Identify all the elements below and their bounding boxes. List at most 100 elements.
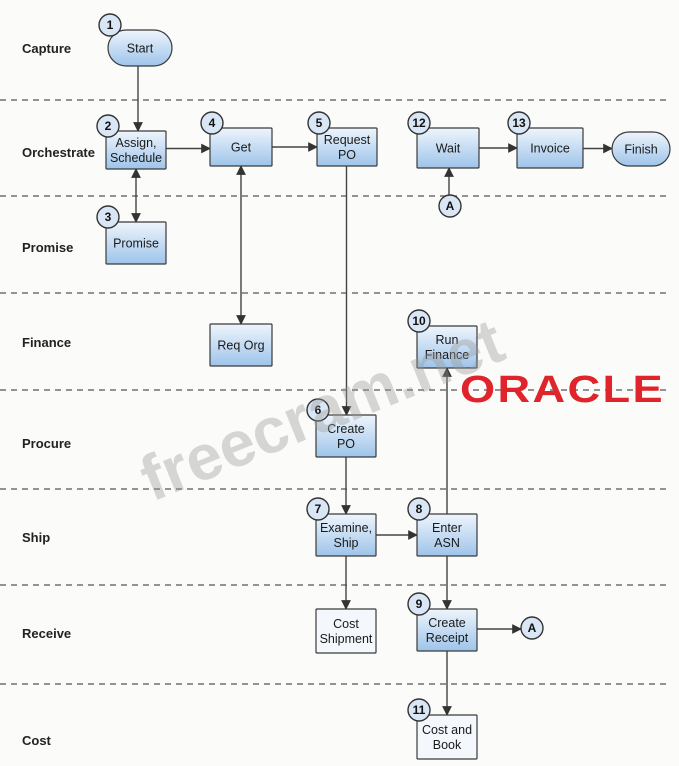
step-costbook-label: Cost and <box>422 723 472 737</box>
conn-a-receipt-circle <box>520 616 544 640</box>
lane-label-capture: Capture <box>22 41 71 56</box>
step-assign-badge <box>96 114 120 138</box>
step-receipt-badge <box>407 592 431 616</box>
step-runfin-label: Finance <box>425 348 470 362</box>
step-costbook-shape <box>416 714 478 760</box>
step-request-shape <box>316 127 378 167</box>
step-runfin-badge-number: 10 <box>412 314 426 328</box>
step-reqorg-shape <box>209 323 273 367</box>
swimlane-labels: CaptureOrchestratePromiseFinanceProcureS… <box>22 41 95 748</box>
step-start-shape <box>107 29 173 67</box>
lane-label-ship: Ship <box>22 530 50 545</box>
step-finish: Finish <box>611 131 671 167</box>
step-examine-badge <box>306 497 330 521</box>
step-reqorg: Req Org <box>209 323 273 367</box>
step-wait: Wait 12 <box>407 111 480 169</box>
step-costbook-badge <box>407 698 431 722</box>
step-start-label: Start <box>127 42 154 56</box>
step-get-label: Get <box>231 141 252 155</box>
step-asn-label: Enter <box>432 521 462 535</box>
step-request-badge-number: 5 <box>316 116 323 130</box>
step-createpo-badge <box>306 398 330 422</box>
step-invoice-shape <box>516 127 584 169</box>
step-invoice: Invoice 13 <box>507 111 584 169</box>
oracle-logo: ORACLE <box>460 369 665 411</box>
step-receipt-label: Receipt <box>426 631 469 645</box>
step-asn-shape <box>416 513 478 557</box>
step-invoice-badge <box>507 111 531 135</box>
lane-label-cost: Cost <box>22 733 52 748</box>
step-examine-shape <box>315 513 377 557</box>
step-start-badge <box>98 13 122 37</box>
step-wait-label: Wait <box>436 142 461 156</box>
step-receipt-shape <box>416 608 478 652</box>
step-reqorg-label: Req Org <box>217 339 264 353</box>
step-receipt-badge-number: 9 <box>416 597 423 611</box>
process-steps: Start1Assign,Schedule2Promise3Get4Reques… <box>96 13 671 760</box>
lane-label-receive: Receive <box>22 626 71 641</box>
step-asn-label: ASN <box>434 536 460 550</box>
step-assign: Assign,Schedule 2 <box>96 114 167 170</box>
step-request-label: Request <box>324 133 371 147</box>
step-examine-label: Ship <box>333 536 358 550</box>
step-costbook-label: Book <box>433 738 462 752</box>
conn-a-wait: A <box>438 194 462 218</box>
step-runfin-label: Run <box>436 333 459 347</box>
step-promise-badge-number: 3 <box>105 210 112 224</box>
step-get: Get 4 <box>200 111 273 167</box>
step-wait-badge-number: 12 <box>412 116 426 130</box>
flow-arrows <box>131 66 613 716</box>
conn-a-receipt-label: A <box>528 621 537 635</box>
step-runfin-shape <box>416 325 478 369</box>
conn-a-wait-circle <box>438 194 462 218</box>
conn-a-wait-label: A <box>446 199 455 213</box>
step-request-label: PO <box>338 148 356 162</box>
step-assign-shape <box>105 130 167 170</box>
lane-label-promise: Promise <box>22 240 73 255</box>
step-get-shape <box>209 127 273 167</box>
step-assign-label: Assign, <box>116 136 157 150</box>
step-promise-label: Promise <box>113 237 159 251</box>
step-runfin-badge <box>407 309 431 333</box>
watermark-text: freecram.net <box>130 304 513 515</box>
step-invoice-label: Invoice <box>530 142 570 156</box>
step-asn-badge-number: 8 <box>416 502 423 516</box>
step-createpo-badge-number: 6 <box>315 403 322 417</box>
lane-label-procure: Procure <box>22 436 71 451</box>
step-get-badge <box>200 111 224 135</box>
step-costbook-badge-number: 11 <box>413 703 426 717</box>
lane-dividers <box>0 99 668 685</box>
step-promise-badge <box>96 205 120 229</box>
step-assign-badge-number: 2 <box>105 119 112 133</box>
step-wait-shape <box>416 127 480 169</box>
step-invoice-badge-number: 13 <box>512 116 526 130</box>
step-request-badge <box>307 111 331 135</box>
step-examine-badge-number: 7 <box>315 502 322 516</box>
step-costship-shape <box>315 608 377 654</box>
step-createpo-label: PO <box>337 437 355 451</box>
step-get-badge-number: 4 <box>209 116 216 130</box>
step-promise-shape <box>105 221 167 265</box>
conn-a-receipt: A <box>520 616 544 640</box>
step-assign-label: Schedule <box>110 151 162 165</box>
step-createpo-label: Create <box>327 422 365 436</box>
lane-label-finance: Finance <box>22 335 71 350</box>
step-start-badge-number: 1 <box>107 18 114 32</box>
off-page-connectors: AA <box>438 194 544 640</box>
step-wait-badge <box>407 111 431 135</box>
step-createpo-shape <box>315 414 377 458</box>
step-finish-shape <box>611 131 671 167</box>
lane-label-orchestrate: Orchestrate <box>22 145 95 160</box>
step-start: Start 1 <box>98 13 173 67</box>
step-receipt-label: Create <box>428 616 466 630</box>
